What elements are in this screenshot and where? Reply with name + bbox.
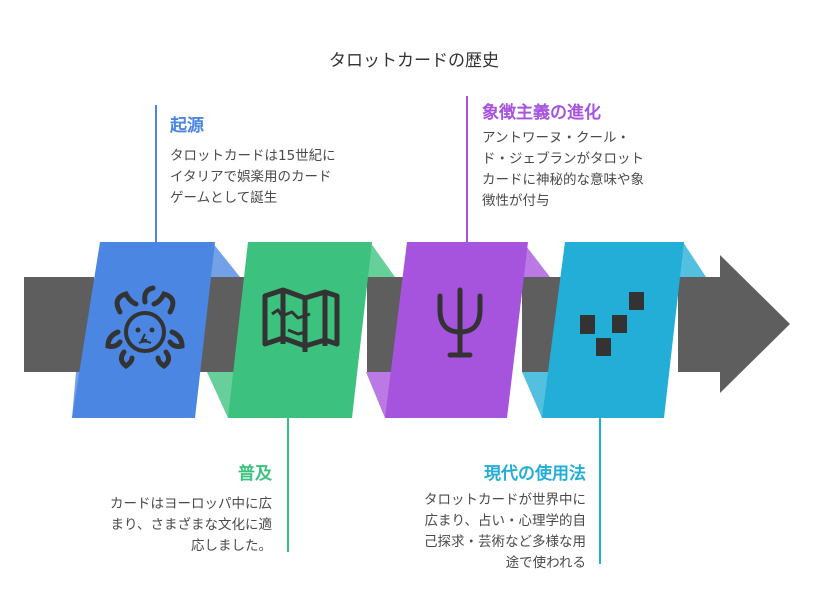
stage-3-title: 象徴主義の進化 bbox=[482, 103, 601, 123]
stage-3-description: アントワーヌ・クール・ ド・ジェブランがタロット カードに神秘的な意味や象 徴性… bbox=[482, 130, 644, 209]
medusa-head-icon bbox=[105, 285, 185, 370]
stage-4-description: タロットカードが世界中に 広まり、占い・心理学的自 己探求・芸術など多様な用 途… bbox=[424, 492, 586, 571]
stage-2-description: カードはヨーロッパ中に広 まり、さまざまな文化に適 応しました。 bbox=[110, 496, 272, 554]
scattered-squares-icon bbox=[580, 292, 644, 356]
map-icon bbox=[262, 287, 340, 352]
stage-1-title: 起源 bbox=[170, 116, 204, 136]
arrow-head bbox=[678, 255, 790, 393]
stage-2-card bbox=[207, 242, 395, 418]
page-title: タロットカードの歴史 bbox=[329, 51, 499, 71]
stage-1-card bbox=[72, 242, 240, 418]
psi-symbol-icon bbox=[437, 287, 483, 358]
stage-4-title: 現代の使用法 bbox=[484, 464, 586, 484]
stage-1-description: タロットカードは15世紀に イタリアで娯楽用のカード ゲームとして誕生 bbox=[170, 148, 336, 206]
stage-2-title: 普及 bbox=[238, 464, 272, 484]
